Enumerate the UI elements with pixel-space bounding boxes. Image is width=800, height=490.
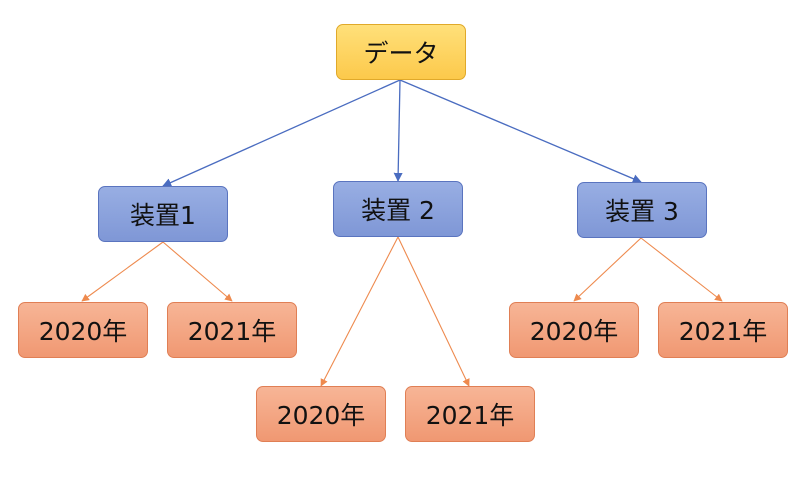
edge-device-2-year-2021 — [397, 236, 470, 387]
edge-device-1-year-2020 — [81, 241, 164, 302]
edge-root-device-1 — [162, 79, 401, 187]
year-node-device-1-2021: 2021年 — [167, 302, 297, 358]
root-node: データ — [336, 24, 466, 80]
edge-device-1-year-2021 — [162, 241, 233, 302]
edge-device-3-year-2020 — [573, 237, 642, 302]
device-node-2: 装置 2 — [333, 181, 463, 237]
year-node-device-1-2020: 2020年 — [18, 302, 148, 358]
year-node-device-3-2020: 2020年 — [509, 302, 639, 358]
device-node-3: 装置 3 — [577, 182, 707, 238]
device-node-1: 装置1 — [98, 186, 228, 242]
year-node-device-3-2021: 2021年 — [658, 302, 788, 358]
edge-device-3-year-2021 — [640, 237, 723, 302]
year-node-device-2-2020: 2020年 — [256, 386, 386, 442]
edge-device-2-year-2020 — [320, 236, 399, 387]
year-node-device-2-2021: 2021年 — [405, 386, 535, 442]
edge-root-device-2 — [393, 79, 403, 182]
edge-root-device-3 — [399, 79, 642, 183]
